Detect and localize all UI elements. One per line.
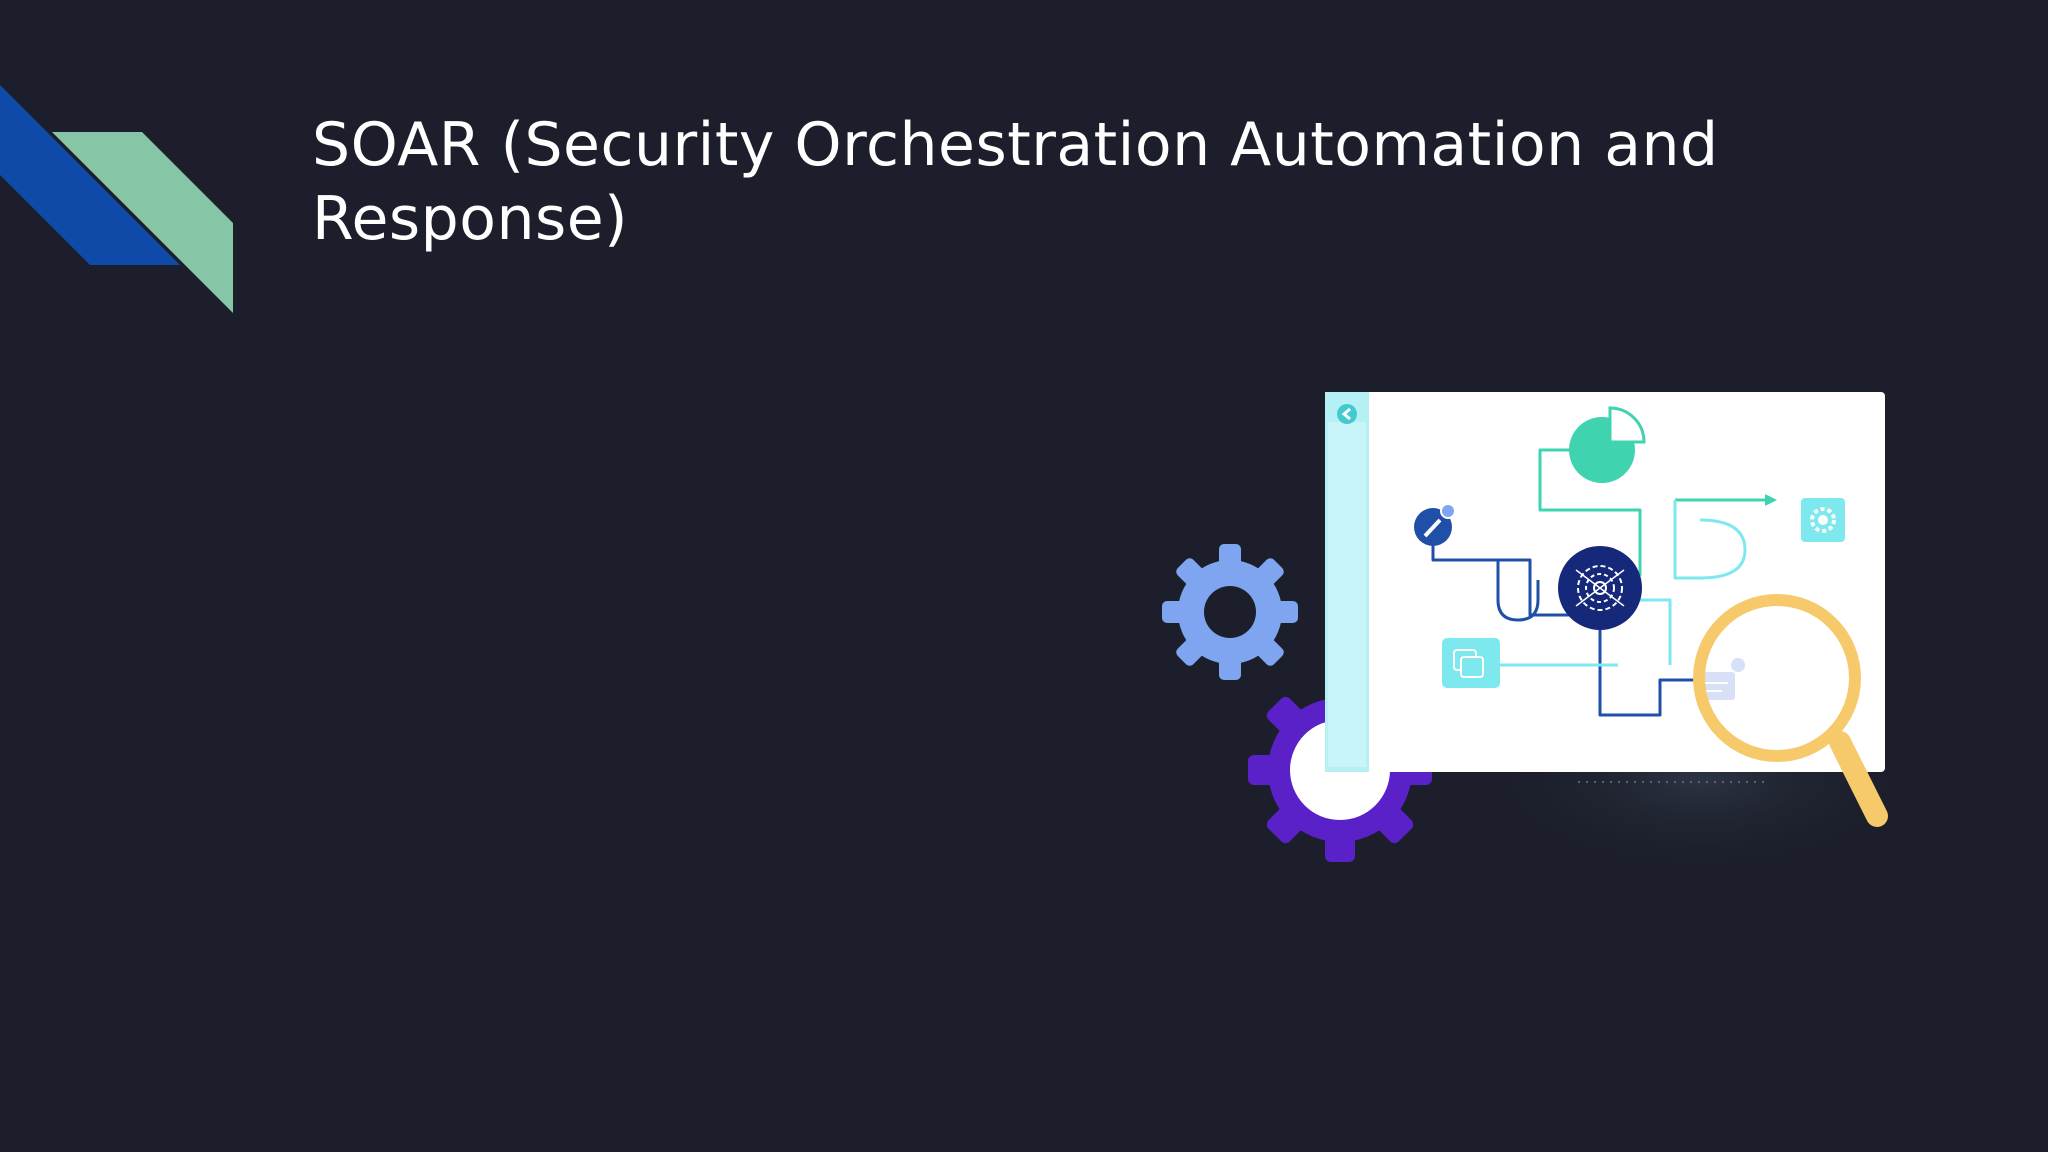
- soar-illustration: [1162, 392, 1910, 870]
- back-icon: [1337, 404, 1357, 424]
- flow-line: [1598, 590, 1705, 717]
- accent-green-stripe: [52, 132, 233, 313]
- slide-title: SOAR (Security Orchestration Automation …: [312, 110, 1719, 254]
- copy-icon: [1442, 638, 1500, 688]
- panel-sidebar-inner: [1328, 422, 1366, 767]
- flow-line: [1496, 560, 1540, 622]
- edit-icon: [1414, 503, 1456, 546]
- gear-icon: [1162, 544, 1298, 680]
- settings-icon: [1801, 498, 1845, 542]
- magnifier-icon: [1693, 594, 1888, 827]
- arrow-head: [1765, 494, 1777, 506]
- message-card: [1697, 658, 1745, 700]
- pie-chart-icon: [1569, 406, 1646, 483]
- flow-line: [1673, 500, 1747, 580]
- workflow-panel: [1325, 392, 1885, 783]
- fingerprint-icon: [1558, 546, 1642, 630]
- accent-blue-stripe: [0, 85, 180, 265]
- corner-accent: [0, 85, 233, 313]
